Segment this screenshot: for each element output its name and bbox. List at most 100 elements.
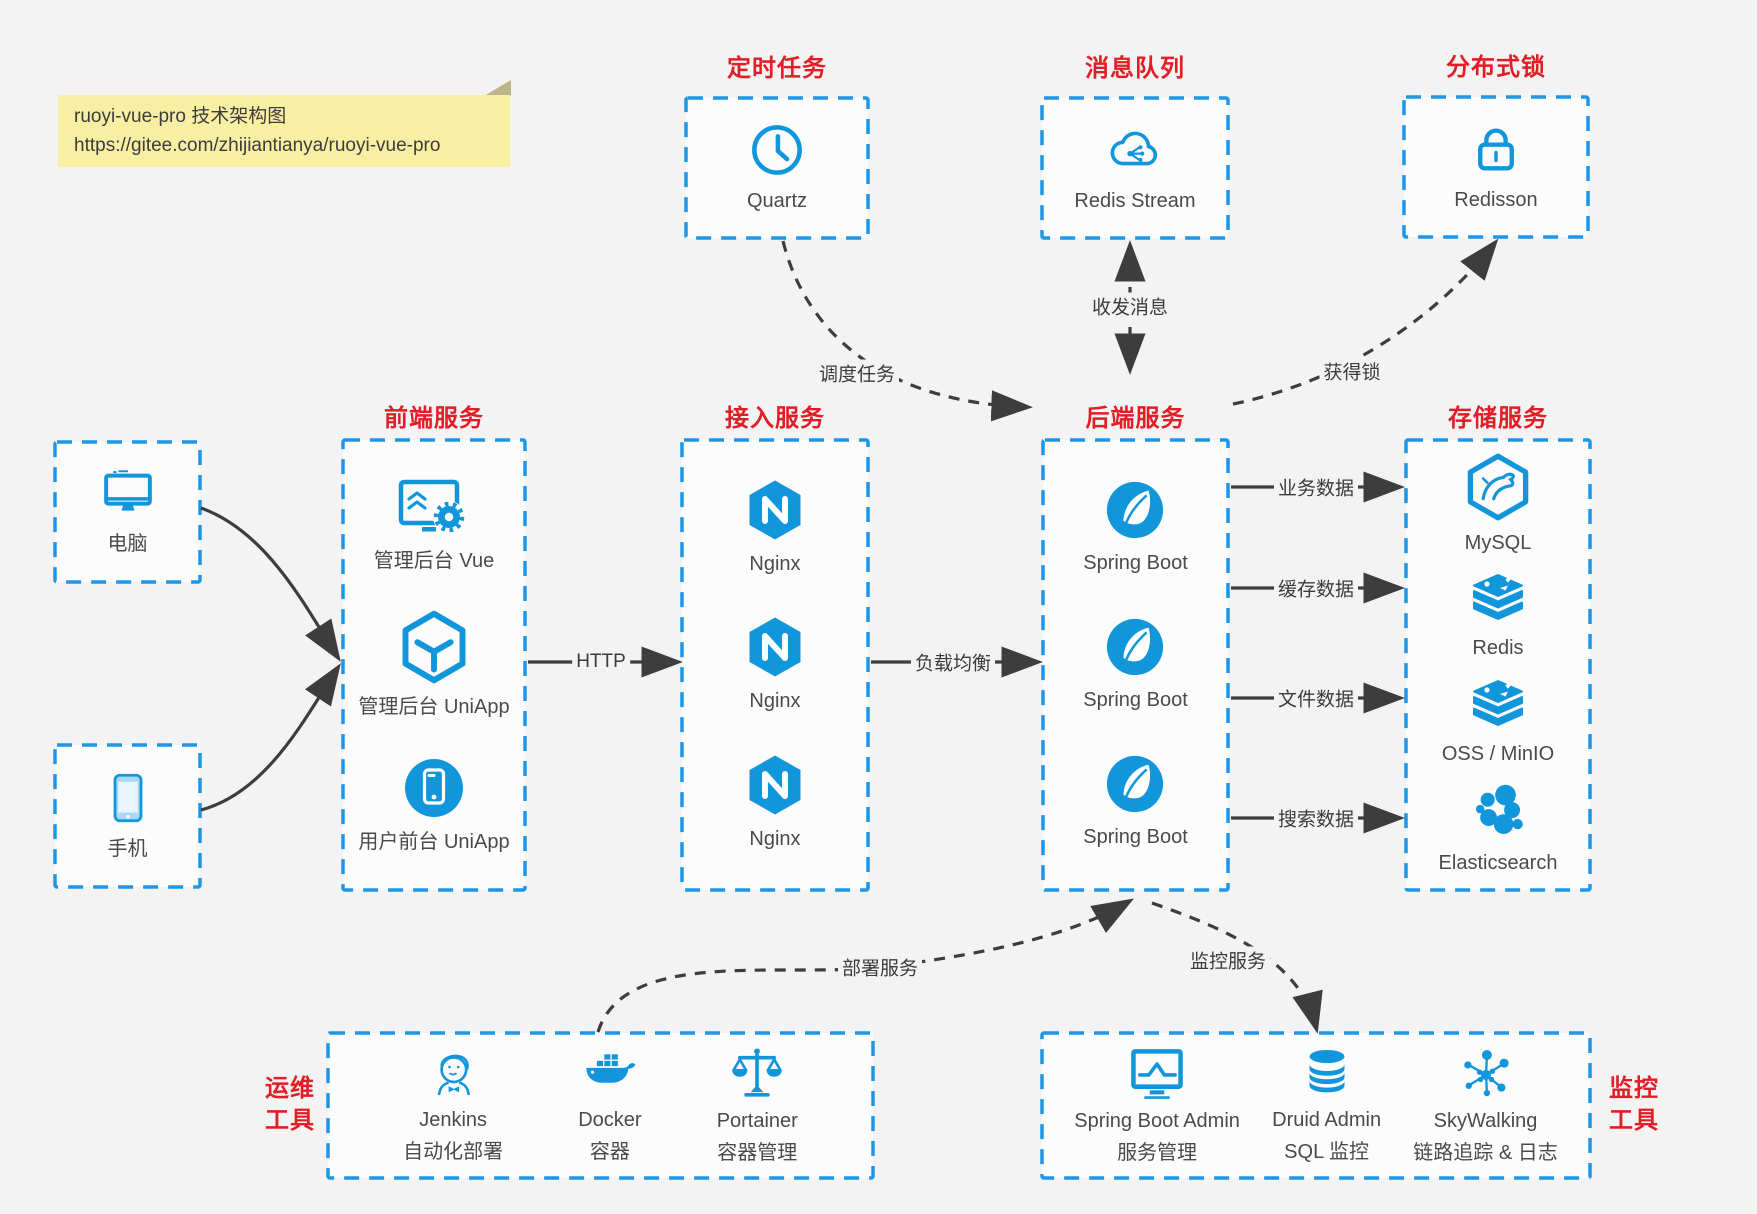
node-admin-vue: 管理后台 Vue (374, 475, 494, 575)
edge-label-biz-data: 业务数据 (1273, 473, 1359, 501)
node-quartz: Quartz (747, 121, 807, 215)
node-skywalking: SkyWalking 链路追踪 & 日志 (1413, 1045, 1558, 1167)
node-portainer: Portainer 容器管理 (717, 1045, 798, 1167)
title-scheduled-tasks: 定时任务 (727, 55, 827, 82)
group-storage: MySQL Redis (1406, 440, 1590, 890)
node-label: Nginx (749, 690, 801, 712)
group-quartz: Quartz (686, 98, 868, 238)
node-nginx-1: Nginx (743, 478, 807, 578)
nginx-icon (749, 617, 801, 677)
node-admin-uniapp: 管理后台 UniApp (358, 609, 510, 721)
title-gateway: 接入服务 (725, 405, 825, 432)
box-message-queue (1040, 96, 1230, 240)
uniapp-hexagon-icon (402, 610, 466, 684)
spring-boot-icon (1107, 618, 1164, 676)
node-label: SkyWalking (1433, 1109, 1538, 1132)
node-label: Nginx (749, 827, 801, 850)
node-label: Portainer (716, 1109, 798, 1132)
nginx-icon (749, 480, 801, 539)
node-label: 手机 (107, 838, 148, 860)
node-sublabel: SQL 监控 (1284, 1140, 1370, 1163)
note-title: ruoyi-vue-pro 技术架构图 (74, 106, 287, 127)
admin-chart-monitor-icon (1131, 1048, 1183, 1099)
edge-schedule (781, 240, 1033, 422)
node-mysql: MySQL (1464, 453, 1532, 557)
portainer-icon (732, 1047, 783, 1097)
sticky-note: ruoyi-vue-pro 技术架构图 https://gitee.com/zh… (58, 95, 510, 167)
box-storage (1404, 438, 1592, 892)
docker-icon (586, 1053, 636, 1083)
box-pc (53, 440, 202, 584)
node-label: Spring Boot Admin (1074, 1109, 1240, 1132)
mobile-icon (113, 773, 142, 823)
edge-label-http: HTTP (572, 651, 630, 673)
edge-pc-frontend (200, 506, 341, 662)
group-monitor-tools: Spring Boot Admin 服务管理 Druid Admin SQL 监… (1042, 1033, 1590, 1178)
group-pc: 电脑 (55, 442, 200, 582)
node-nginx-2: Nginx (743, 615, 807, 715)
node-sublabel: 自动化部署 (403, 1140, 504, 1163)
node-label: Redisson (1454, 189, 1538, 211)
node-redisson: Redisson (1454, 120, 1538, 214)
cloud-share-icon (1110, 131, 1158, 166)
node-springboot-1: Spring Boot (1083, 479, 1188, 577)
node-sublabel: 容器管理 (717, 1141, 798, 1164)
node-user-uniapp: 用户前台 UniApp (358, 756, 510, 856)
desktop-icon (103, 470, 152, 511)
edge-monitor (1151, 901, 1323, 1034)
title-frontend: 前端服务 (384, 405, 484, 432)
title-message-queue: 消息队列 (1085, 55, 1185, 82)
node-label: Nginx (749, 552, 801, 575)
group-redis-stream: Redis Stream (1042, 98, 1228, 238)
druid-database-icon (1309, 1049, 1345, 1092)
node-sublabel: 链路追踪 & 日志 (1413, 1141, 1558, 1164)
node-elasticsearch: Elasticsearch (1438, 781, 1558, 877)
node-label: Redis (1472, 637, 1524, 660)
node-label: Elasticsearch (1438, 851, 1558, 874)
spring-boot-icon (1107, 481, 1164, 539)
group-frontend: 管理后台 Vue 管理后台 UniApp 用户前台 UniApp (343, 440, 525, 890)
node-sublabel: 服务管理 (1117, 1141, 1198, 1164)
node-redis: Redis (1466, 570, 1530, 662)
node-phone: 手机 (102, 769, 154, 863)
note-fold-corner (484, 80, 511, 96)
mysql-icon (1467, 453, 1529, 521)
node-label: OSS / MinIO (1441, 742, 1555, 765)
lock-icon (1478, 128, 1514, 171)
note-url: https://gitee.com/zhijiantianya/ruoyi-vu… (74, 135, 441, 156)
node-label: Docker (578, 1108, 642, 1131)
edge-label-message: 收发消息 (1087, 292, 1173, 320)
node-label: 用户前台 UniApp (358, 830, 510, 853)
edge-label-cache-data: 缓存数据 (1273, 574, 1359, 602)
group-gateway: Nginx Nginx Nginx (682, 440, 868, 890)
edge-label-load-balance: 负载均衡 (910, 648, 996, 676)
group-phone: 手机 (55, 745, 200, 887)
node-springboot-2: Spring Boot (1083, 616, 1188, 714)
edge-label-deploy: 部署服务 (837, 953, 923, 981)
node-sublabel: 容器 (589, 1140, 630, 1163)
node-label: 管理后台 UniApp (358, 696, 510, 718)
title-backend: 后端服务 (1085, 405, 1186, 432)
mobile-app-circle-icon (405, 758, 463, 817)
edge-label-search-data: 搜索数据 (1273, 804, 1359, 832)
redis-stack-icon (1473, 574, 1523, 621)
spring-boot-icon (1107, 755, 1164, 813)
storage-stack-icon (1473, 679, 1523, 726)
node-docker: Docker 容器 (578, 1046, 642, 1166)
edge-label-schedule: 调度任务 (814, 359, 900, 387)
box-quartz (684, 96, 870, 240)
admin-monitor-gear-icon (398, 479, 465, 533)
node-label: Quartz (746, 190, 808, 212)
edge-lock (1232, 238, 1499, 406)
node-label: Redis Stream (1074, 190, 1196, 212)
title-distributed-lock: 分布式锁 (1446, 54, 1546, 81)
group-backend: Spring Boot Spring Boot Spring Boot (1043, 440, 1228, 890)
edge-label-lock: 获得锁 (1319, 357, 1385, 385)
node-jenkins: Jenkins 自动化部署 (403, 1046, 503, 1166)
node-label: Druid Admin (1272, 1108, 1382, 1131)
node-druid: Druid Admin SQL 监控 (1272, 1046, 1381, 1166)
edge-label-file-data: 文件数据 (1273, 684, 1359, 712)
node-label: Spring Boot (1083, 689, 1188, 711)
label-ops-tools: 运维 工具 (265, 1075, 315, 1134)
